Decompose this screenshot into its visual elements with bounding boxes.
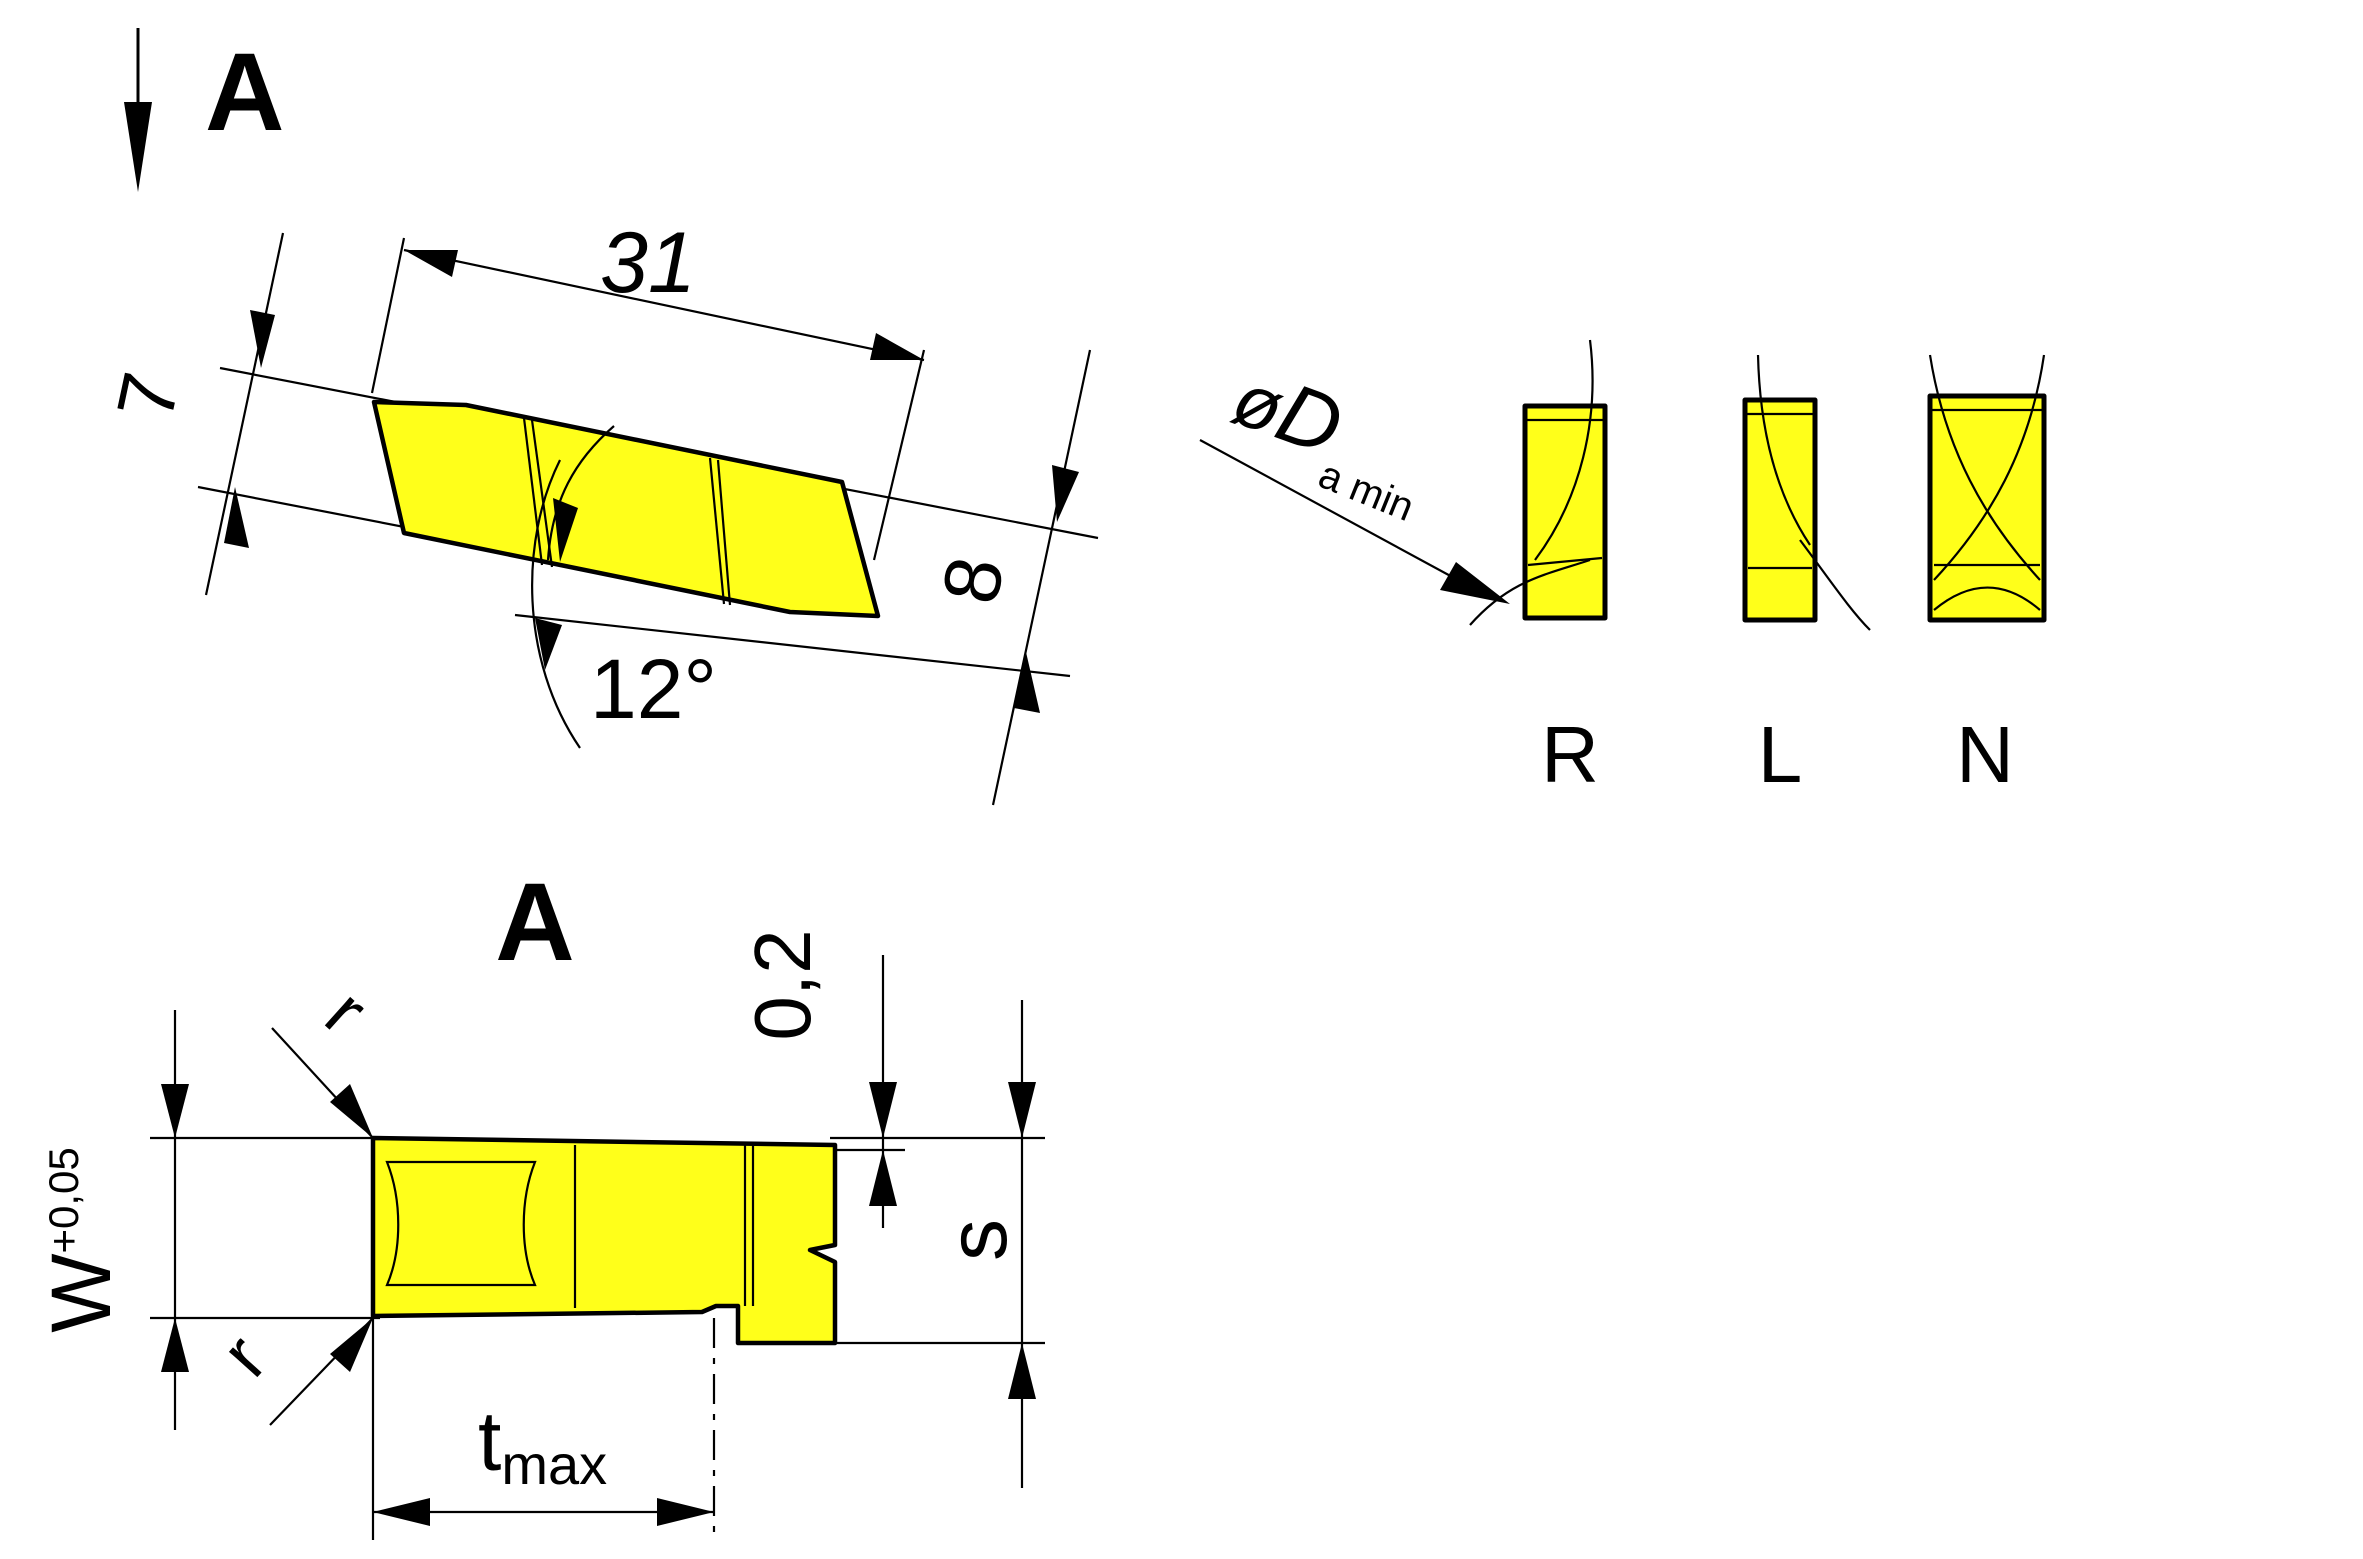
diameter-subscript: a min — [1313, 453, 1420, 530]
diameter-callout: øD a min — [1199, 356, 1510, 604]
dimension-chamfer: 0,2 — [738, 929, 827, 1040]
dimension-width-tolerance: +0,05 — [40, 1147, 87, 1253]
dimension-depth-subscript: max — [501, 1433, 607, 1496]
variant-label: R — [1541, 710, 1599, 799]
dimension-thickness: s — [930, 1219, 1024, 1261]
radius-bottom: r — [206, 1320, 282, 1391]
variant-n: N — [1927, 354, 2047, 799]
variant-label: L — [1758, 710, 1803, 799]
variant-label: N — [1956, 710, 2014, 799]
dimension-width-top: 7 — [100, 365, 196, 427]
insert-variant-l-body — [1742, 397, 1818, 623]
section-label: A — [495, 861, 574, 984]
extension-line — [514, 613, 1071, 678]
extension-line — [370, 237, 406, 394]
dimension-length: 31 — [600, 215, 696, 311]
svg-text:tmax: tmax — [478, 1394, 607, 1496]
dimension-width-side: 8 — [925, 551, 1020, 610]
radius-top: r — [310, 974, 381, 1050]
section-view: W+0,05 r r tmax 0,2 s — [34, 929, 1045, 1540]
variant-l: L — [1742, 354, 1871, 799]
extension-line — [872, 349, 926, 561]
insert-top-view-body — [371, 399, 881, 619]
dimension-angle: 12° — [590, 642, 717, 736]
svg-text:W+0,05: W+0,05 — [34, 1147, 128, 1333]
view-arrow-label: A — [205, 31, 284, 154]
variant-r: R — [1469, 339, 1608, 799]
view-arrow-a: A — [124, 28, 284, 192]
top-view: 31 7 8 12° — [100, 215, 1099, 806]
dimension-depth-base: t — [478, 1394, 501, 1488]
dimension-width-base: W — [34, 1253, 128, 1332]
insert-section-body — [370, 1135, 838, 1346]
